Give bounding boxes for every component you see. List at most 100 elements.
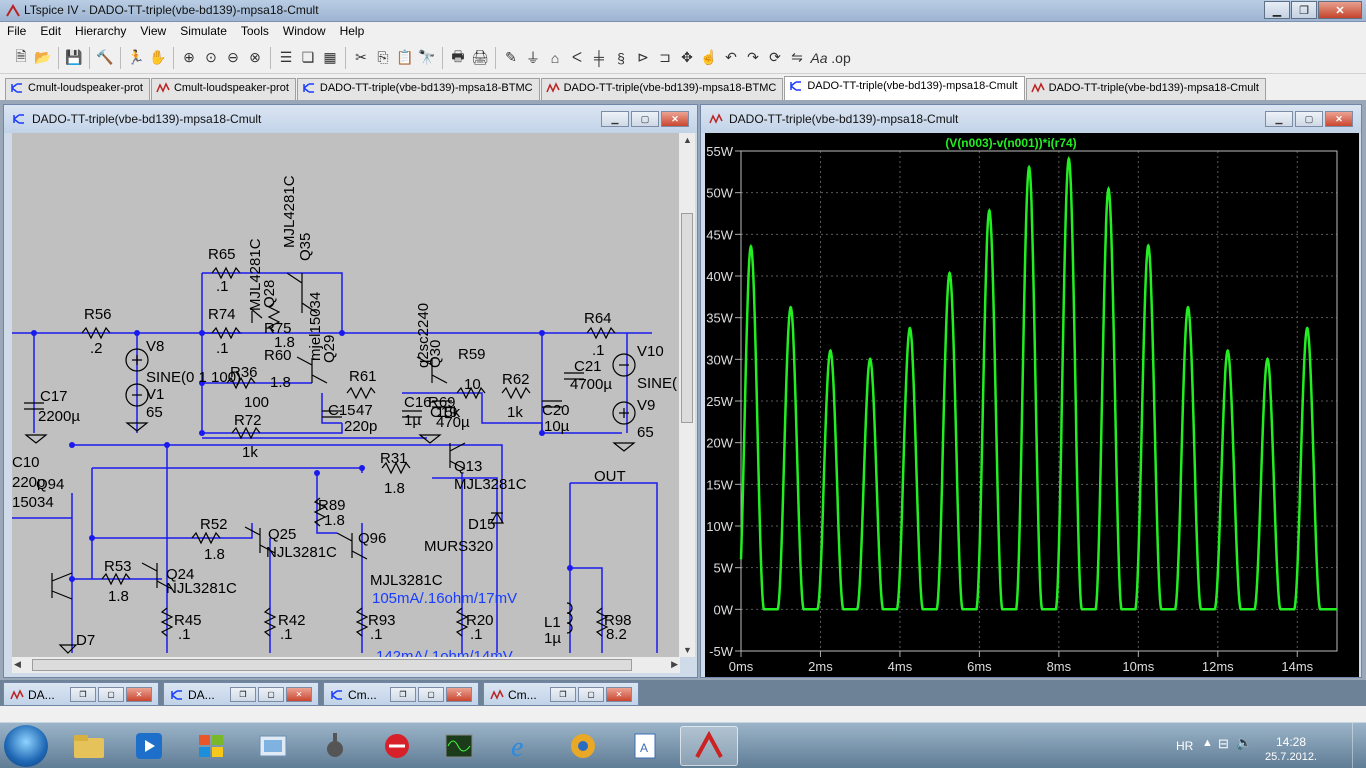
tile-vertical-icon[interactable]: ▦ xyxy=(323,49,337,65)
component-label[interactable]: .1 xyxy=(470,626,483,643)
component-label[interactable]: R20 xyxy=(466,612,494,629)
find-icon[interactable]: 🔭 xyxy=(418,49,436,65)
component-label[interactable]: C21 xyxy=(574,358,602,375)
component-label[interactable]: R31 xyxy=(380,450,408,467)
maximize-button[interactable]: ▢ xyxy=(258,687,284,702)
paste-icon[interactable]: 📋 xyxy=(396,49,414,65)
volume-icon[interactable]: 🔈 xyxy=(1236,735,1253,750)
cascade-icon[interactable]: ❏ xyxy=(301,49,315,65)
component-label[interactable]: R45 xyxy=(174,612,202,629)
restore-button[interactable]: ❐ xyxy=(550,687,576,702)
document-tab[interactable]: DADO-TT-triple(vbe-bd139)-mpsa18-Cmult xyxy=(784,76,1025,100)
component-label[interactable]: SINE(0 1 100) xyxy=(146,369,241,386)
component-label[interactable]: 470µ xyxy=(436,414,470,431)
explorer-taskbar-icon[interactable] xyxy=(60,726,118,766)
component-label[interactable]: 1.8 xyxy=(204,546,225,563)
zoom-in-icon[interactable]: ⊕ xyxy=(183,49,195,65)
drag-icon[interactable]: ☝ xyxy=(700,49,718,65)
oscilloscope-taskbar-icon[interactable] xyxy=(430,726,488,766)
component-label[interactable]: V9 xyxy=(637,397,655,414)
component-label[interactable]: 142mA/.1ohm/14mV xyxy=(376,648,513,657)
menu-simulate[interactable]: Simulate xyxy=(180,24,227,38)
minimized-window[interactable]: Cm...❐▢✕ xyxy=(323,682,479,706)
minimized-window[interactable]: Cm...❐▢✕ xyxy=(483,682,639,706)
close-button[interactable]: ✕ xyxy=(1318,1,1362,19)
label-net-icon[interactable]: ⌂ xyxy=(550,49,560,66)
component-label[interactable]: 1.8 xyxy=(108,588,129,605)
power-trace[interactable] xyxy=(739,155,1337,611)
draw-wire-icon[interactable]: ✎ xyxy=(505,49,517,65)
component-label[interactable]: C19 xyxy=(430,404,458,421)
component-label[interactable]: NJL3281C xyxy=(266,544,337,561)
component-icon[interactable]: ⊐ xyxy=(659,49,671,65)
menu-help[interactable]: Help xyxy=(339,24,365,38)
component-label[interactable]: 100 xyxy=(244,394,269,411)
component-label[interactable]: mjel15034 xyxy=(307,292,324,361)
component-label[interactable]: 1.8 xyxy=(384,480,405,497)
schematic-close-button[interactable]: ✕ xyxy=(661,111,689,127)
schematic-vertical-scrollbar[interactable]: ▲ ▼ xyxy=(679,133,695,657)
component-label[interactable]: .1 xyxy=(592,342,605,359)
restore-button[interactable]: ❐ xyxy=(70,687,96,702)
mirror-icon[interactable]: ⇋ xyxy=(791,49,803,65)
language-indicator[interactable]: HR xyxy=(1176,739,1194,753)
component-label[interactable]: R93 xyxy=(368,612,396,629)
component-label[interactable]: D7 xyxy=(76,632,95,649)
component-label[interactable]: 65 xyxy=(637,424,654,441)
cut-icon[interactable]: ✂ xyxy=(355,49,367,65)
component-label[interactable]: Q35 xyxy=(297,233,314,261)
antivirus-taskbar-icon[interactable] xyxy=(368,726,426,766)
component-label[interactable]: MURS320 xyxy=(424,538,493,555)
component-label[interactable]: 2200µ xyxy=(38,408,80,425)
menu-window[interactable]: Window xyxy=(282,24,326,38)
clock-time[interactable]: 14:28 xyxy=(1275,735,1307,749)
component-label[interactable]: q2sc2240 xyxy=(415,303,432,368)
close-button[interactable]: ✕ xyxy=(286,687,312,702)
redo-icon[interactable]: ↷ xyxy=(747,49,759,65)
open-icon[interactable]: 📂 xyxy=(34,49,52,65)
print-preview-icon[interactable]: 🖶 xyxy=(451,47,465,64)
component-label[interactable]: Q24 xyxy=(166,566,194,583)
component-label[interactable]: D15 xyxy=(468,516,496,533)
component-label[interactable]: .1 xyxy=(280,626,293,643)
menu-view[interactable]: View xyxy=(140,24,167,38)
control-panel-icon[interactable]: 🔨 xyxy=(96,49,114,65)
component-label[interactable]: C20 xyxy=(542,402,570,419)
component-label[interactable]: C17 xyxy=(40,388,68,405)
component-label[interactable]: R36 xyxy=(230,364,258,381)
trace-label[interactable]: (V(n003)-v(n001))*i(r74) xyxy=(945,136,1076,150)
component-label[interactable]: MJL3281C xyxy=(370,572,443,589)
diode-icon[interactable]: ⊳ xyxy=(637,49,649,65)
scroll-up-arrow-icon[interactable]: ▲ xyxy=(683,135,692,145)
component-label[interactable]: 220p xyxy=(344,418,377,435)
document-tab[interactable]: Cmult-loudspeaker-prot xyxy=(150,78,296,100)
component-label[interactable]: 105mA/.16ohm/17mV xyxy=(372,590,517,607)
inductor-icon[interactable]: § xyxy=(617,49,625,66)
save-icon[interactable]: 💾 xyxy=(65,49,83,65)
waveform-close-button[interactable]: ✕ xyxy=(1325,111,1353,127)
ground-icon[interactable]: ⏚ xyxy=(526,49,540,66)
document-tab[interactable]: DADO-TT-triple(vbe-bd139)-mpsa18-Cmult xyxy=(1025,78,1266,100)
clock-date[interactable]: 25.7.2012. xyxy=(1265,751,1317,763)
component-label[interactable]: 1k xyxy=(507,404,523,421)
component-label[interactable]: R52 xyxy=(200,516,228,533)
component-label[interactable]: R98 xyxy=(604,612,632,629)
component-label[interactable]: R59 xyxy=(458,346,486,363)
component-label[interactable]: R74 xyxy=(208,306,236,323)
component-label[interactable]: R72 xyxy=(234,412,262,429)
component-label[interactable]: 220p xyxy=(12,474,45,491)
component-label[interactable]: R42 xyxy=(278,612,306,629)
rotate-icon[interactable]: ⟳ xyxy=(769,49,781,65)
component-label[interactable]: V1 xyxy=(146,386,164,403)
component-label[interactable]: 1.8 xyxy=(270,374,291,391)
component-label[interactable]: C16 xyxy=(404,394,432,411)
component-label[interactable]: Q13 xyxy=(454,458,482,475)
ltspice-taskbar-icon[interactable] xyxy=(680,726,738,766)
component-label[interactable]: OUT xyxy=(594,468,626,485)
zoom-fit-icon[interactable]: ⊗ xyxy=(249,49,261,65)
component-label[interactable]: Q28 xyxy=(261,280,278,308)
component-label[interactable]: MJL4281C xyxy=(281,175,298,248)
maximize-button[interactable]: ▢ xyxy=(98,687,124,702)
schematic-horizontal-scrollbar[interactable]: ◀ ▶ xyxy=(12,657,680,673)
